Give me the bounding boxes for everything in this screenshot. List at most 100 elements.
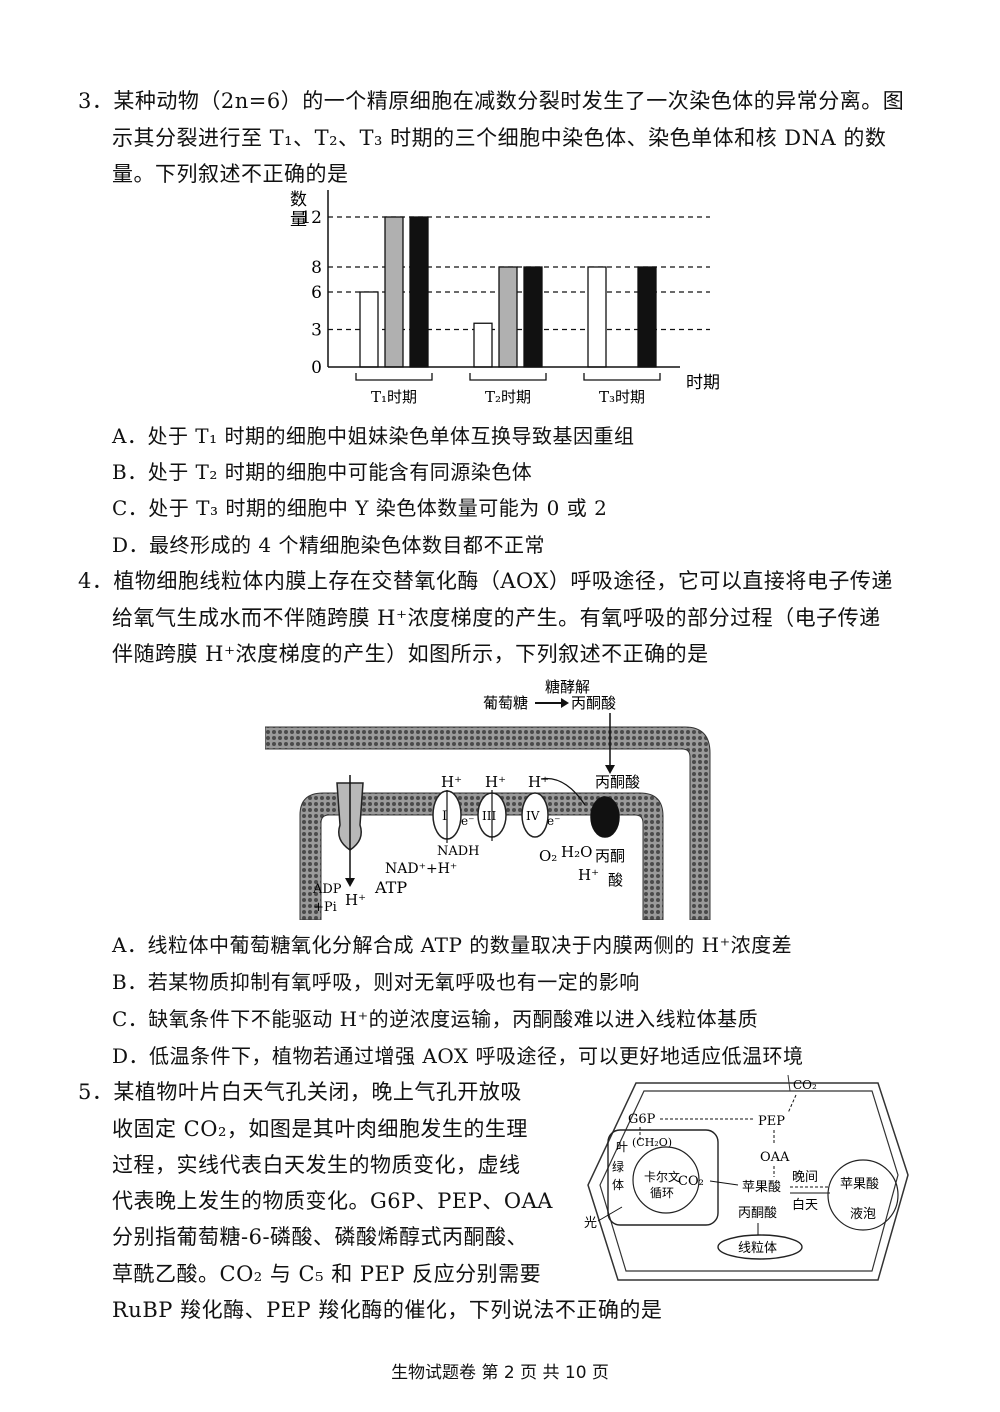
bar-3-1: [587, 266, 607, 368]
mitochondrion-label: 线粒体: [738, 1241, 777, 1256]
pyruvate-matrix-label-2: 酸: [608, 871, 623, 889]
q5-cam-cell-diagram: CO₂ 叶 绿 体 (CH₂O) 卡尔文 循环 CO₂ G6P PEP OAA …: [584, 1075, 909, 1281]
atp-synthase-proton-arrowhead: [345, 878, 355, 887]
light-label: 光: [584, 1216, 597, 1231]
day-label: 白天: [792, 1197, 818, 1213]
vacuole: [827, 1159, 899, 1231]
h-plus-atp-label: H⁺: [345, 891, 366, 909]
vacuole-label: 液泡: [850, 1207, 876, 1222]
q4-option-c: C．缺氧条件下不能驱动 H⁺的逆浓度运输，丙酮酸难以进入线粒体基质: [112, 1007, 759, 1031]
complex-iii-label: III: [482, 809, 496, 823]
mitochondrion: [717, 1234, 803, 1260]
calvin-cycle-ring: [632, 1146, 700, 1214]
electron-label-1: e⁻: [461, 814, 474, 828]
pyruvate-matrix-label-1: 丙酮: [595, 847, 625, 865]
bar-2-3: [523, 266, 543, 368]
complex-iv-label: IV: [526, 809, 540, 823]
chloroplast: [607, 1129, 719, 1226]
y-axis-label-char-1: 数: [290, 190, 307, 210]
q3-option-d: D．最终形成的 4 个精细胞染色体数目都不正常: [112, 533, 545, 557]
co2-label: CO₂: [678, 1174, 704, 1189]
stoma-mark: [787, 1075, 791, 1092]
q3-line-1: 3．某种动物（2n=6）的一个精原细胞在减数分裂时发生了一次染色体的异常分离。图: [78, 89, 905, 113]
calvin-label-2: 循环: [650, 1186, 674, 1200]
g6p-label: G6P: [628, 1112, 656, 1127]
glycolysis-arrowhead: [561, 698, 569, 708]
bar-2-2: [498, 266, 518, 368]
y-tick-label: 8: [311, 258, 322, 278]
q3-option-a: A．处于 T₁ 时期的细胞中姐妹染色单体互换导致基因重组: [112, 424, 635, 448]
glucose-label: 葡萄糖: [483, 694, 528, 712]
chloroplast-char-3: 体: [612, 1178, 624, 1192]
light-arrow: [597, 1206, 623, 1222]
x-axis-label: 时期: [686, 373, 720, 393]
pyruvate-label: 丙酮酸: [738, 1206, 777, 1221]
co2-top-label: CO₂: [793, 1078, 817, 1092]
h-plus-label-3: H⁺: [528, 773, 549, 791]
pyruvate-transport-arrow: [540, 777, 586, 806]
o2-label: O₂: [539, 847, 557, 865]
chart-bars: [359, 216, 657, 368]
pep-label: PEP: [758, 1114, 785, 1129]
q5-line-6: 草酰乙酸。CO₂ 与 C₅ 和 PEP 反应分别需要: [112, 1262, 542, 1286]
chloroplast-char-2: 绿: [612, 1159, 624, 1174]
q3-line-2: 示其分裂进行至 T₁、T₂、T₃ 时期的三个细胞中染色体、染色单体和核 DNA …: [112, 126, 887, 150]
x-category-label: T₃时期: [599, 388, 645, 406]
y-tick-label: 0: [311, 358, 322, 378]
bar-1-2: [384, 216, 404, 368]
bar-1-1: [359, 291, 379, 368]
adp-label: ADP: [312, 882, 342, 897]
category-bracket-1: [355, 373, 433, 381]
h-plus-label-1: H⁺: [441, 773, 462, 791]
category-bracket-3: [583, 373, 661, 381]
chloroplast-char-1: 叶: [616, 1140, 628, 1154]
x-category-label: T₂时期: [485, 388, 531, 406]
q4-line-1: 4．植物细胞线粒体内膜上存在交替氧化酶（AOX）呼吸途径，它可以直接将电子传递: [78, 569, 893, 593]
h2o-label: H₂O: [561, 843, 592, 861]
q4-option-a: A．线粒体中葡萄糖氧化分解合成 ATP 的数量取决于内膜两侧的 H⁺浓度差: [112, 933, 793, 957]
calvin-label-1: 卡尔文: [644, 1169, 680, 1184]
malic-acid-label: 苹果酸: [742, 1180, 781, 1195]
pyruvate-carrier: [590, 796, 620, 838]
y-axis-label-char-2: 量: [290, 210, 307, 230]
bar-3-3: [637, 266, 657, 368]
complex-i-label: I: [442, 809, 447, 824]
pi-label: +Pi: [313, 900, 337, 915]
page-footer: 生物试题卷 第 2 页 共 10 页: [391, 1363, 609, 1383]
cell-wall-outer: [587, 1082, 909, 1281]
q3-line-3: 量。下列叙述不正确的是: [112, 162, 349, 186]
malic-to-co2-arrow: [709, 1180, 739, 1186]
h-plus-label-2: H⁺: [485, 773, 506, 791]
pyruvate-intermembrane-label: 丙酮酸: [595, 773, 640, 791]
cell-membrane: [599, 1090, 899, 1272]
ch2o-label: (CH₂O): [632, 1136, 672, 1149]
q5-line-7: RuBP 羧化酶、PEP 羧化酶的催化，下列说法不正确的是: [112, 1298, 663, 1322]
y-tick-label: 3: [311, 321, 322, 341]
inner-membrane: [299, 792, 664, 920]
electron-label-2: e⁻: [547, 814, 560, 828]
q5-line-2: 收固定 CO₂，如图是其叶肉细胞发生的生理: [112, 1117, 528, 1141]
pyruvate-label: 丙酮酸: [571, 694, 616, 712]
bar-1-3: [409, 216, 429, 368]
x-category-label: T₁时期: [371, 388, 417, 406]
q4-mitochondria-diagram: 葡萄糖 糖酵解 丙酮酸 H⁺ H⁺ H⁺ 丙酮酸 I III IV e⁻ e⁻ …: [265, 678, 711, 920]
q4-line-2: 给氧气生成水而不伴随跨膜 H⁺浓度梯度的产生。有氧呼吸的部分过程（电子传递: [112, 606, 881, 630]
q4-option-d: D．低温条件下，植物若通过增强 AOX 呼吸途径，可以更好地适应低温环境: [112, 1044, 804, 1068]
q5-line-1: 5．某植物叶片白天气孔关闭，晚上气孔开放吸: [78, 1080, 522, 1104]
oaa-label: OAA: [760, 1150, 790, 1165]
nadh-label: NADH: [437, 844, 480, 859]
vacuole-malic-acid-label: 苹果酸: [840, 1177, 879, 1192]
outer-membrane: [265, 726, 711, 920]
glycolysis-label: 糖酵解: [545, 678, 590, 696]
q4-option-b: B．若某物质抑制有氧呼吸，则对无氧呼吸也有一定的影响: [112, 970, 640, 994]
q3-option-c: C．处于 T₃ 时期的细胞中 Y 染色体数量可能为 0 或 2: [112, 496, 608, 520]
pyruvate-import-arrowhead: [605, 765, 615, 774]
y-tick-label: 6: [311, 283, 322, 303]
chart-category-brackets: T₁时期 T₂时期 T₃时期: [355, 373, 661, 406]
category-bracket-2: [469, 373, 547, 381]
night-label: 晚间: [792, 1170, 818, 1185]
co2-entry-arrow: [787, 1094, 797, 1114]
bar-2-1: [473, 322, 493, 368]
